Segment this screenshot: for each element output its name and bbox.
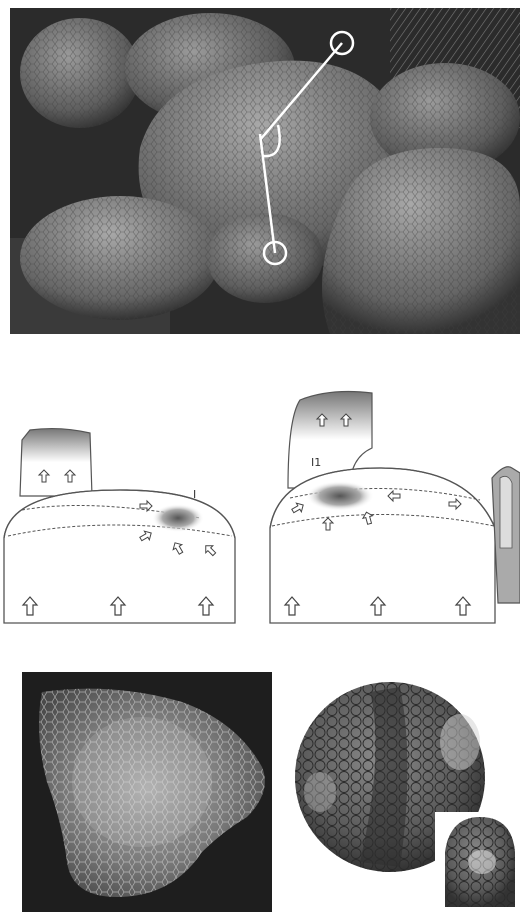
tissue-render-right <box>290 672 520 912</box>
dome-diagram-left: I <box>4 429 235 623</box>
tissue-render-left <box>22 672 272 912</box>
meristem-schematics: I I1 <box>0 378 520 638</box>
sem-micrograph <box>10 8 520 334</box>
sem-micrograph-panel <box>10 8 520 334</box>
diagram-label: I <box>193 488 196 501</box>
diagram-label: I1 <box>311 456 321 469</box>
simulated-tissue-left <box>22 672 272 912</box>
meristem-schematic-panel: I I1 <box>0 378 520 638</box>
simulated-tissue-right <box>290 672 520 912</box>
dome-diagram-right: I1 <box>270 392 520 623</box>
